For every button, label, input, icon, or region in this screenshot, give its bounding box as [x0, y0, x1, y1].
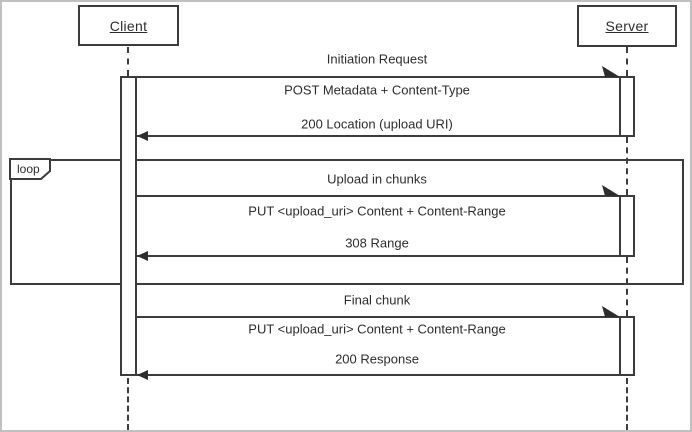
section-title-1: Initiation Request	[326, 51, 428, 67]
request-arrowhead-icon-2	[602, 185, 620, 197]
message-line-request-3	[132, 316, 622, 318]
message-line-request-1	[132, 76, 622, 78]
response-arrowhead-icon-2	[137, 251, 148, 261]
server-lifeline-gap-1	[626, 137, 628, 195]
server-activation-bar-2	[619, 195, 635, 257]
server-activation-bar-1	[619, 76, 635, 137]
server-lifeline-lower	[626, 378, 628, 430]
response-label-3: 200 Response	[335, 351, 419, 367]
server-lifeline-upper	[626, 47, 628, 76]
loop-operator-label: loop	[17, 162, 40, 176]
response-arrowhead-icon-1	[137, 131, 148, 141]
section-title-2: Upload in chunks	[327, 171, 427, 187]
message-line-response-2	[132, 255, 622, 257]
actor-client-label: Client	[109, 17, 148, 34]
section-title-3: Final chunk	[343, 292, 411, 308]
request-label-2: PUT <upload_uri> Content + Content-Range	[248, 203, 506, 219]
message-line-response-3	[132, 374, 622, 376]
server-lifeline-gap-2	[626, 257, 628, 316]
response-label-1: 200 Location (upload URI)	[301, 116, 453, 132]
client-lifeline-lower	[127, 378, 129, 430]
request-arrowhead-icon-3	[602, 306, 620, 318]
loop-pentagon-icon	[9, 158, 51, 180]
response-label-2: 308 Range	[345, 235, 409, 251]
request-arrowhead-icon-1	[602, 66, 620, 78]
actor-server-label: Server	[605, 18, 649, 34]
server-activation-bar-3	[619, 316, 635, 376]
loop-operator-tab	[9, 158, 52, 181]
client-lifeline-upper	[127, 47, 129, 76]
request-label-1: POST Metadata + Content-Type	[284, 82, 470, 98]
actor-client-box: Client	[78, 5, 179, 46]
message-line-request-2	[132, 195, 622, 197]
request-label-3: PUT <upload_uri> Content + Content-Range	[248, 321, 506, 337]
loop-fragment-frame	[10, 159, 684, 285]
client-activation-bar	[120, 76, 137, 376]
response-arrowhead-icon-3	[137, 370, 148, 380]
actor-server-box: Server	[577, 5, 677, 47]
message-line-response-1	[132, 135, 622, 137]
